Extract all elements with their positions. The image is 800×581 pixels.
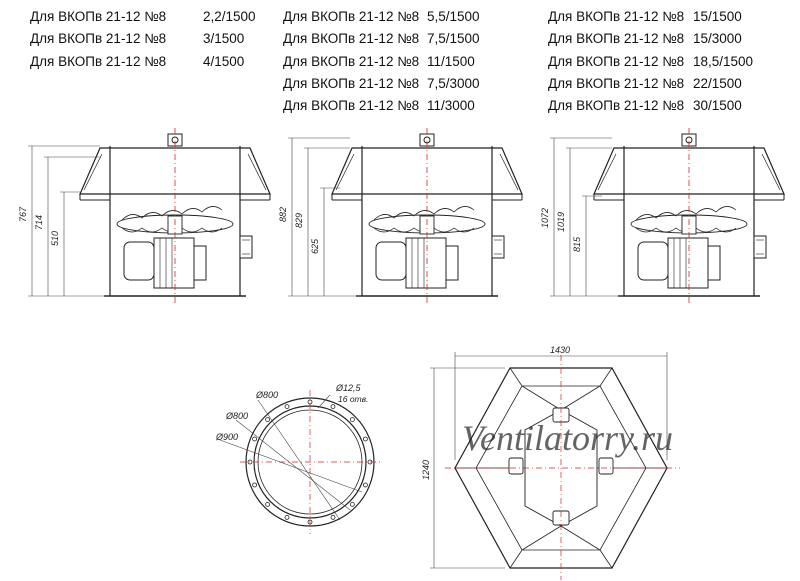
- model-line: Для ВКОПв 21-12 №8 30/1500: [548, 95, 753, 117]
- model-spec: 11/3000: [427, 98, 475, 114]
- dim-lower-c: 815: [572, 236, 582, 252]
- model-name: Для ВКОПв 21-12 №8: [283, 53, 420, 69]
- dimensions-a: 767 714 510: [18, 145, 110, 297]
- fan-side-view-b: [331, 127, 523, 307]
- model-line: Для ВКОПв 21-12 №8 7,5/3000: [283, 73, 480, 95]
- model-spec: 7,5/3000: [427, 75, 480, 91]
- flange-d1-label: Ø800: [255, 390, 278, 400]
- model-spec: 11/1500: [427, 53, 475, 69]
- model-line: Для ВКОПв 21-12 №8 15/1500: [548, 6, 753, 28]
- plan-width-label: 1430: [550, 345, 570, 355]
- model-list-c: Для ВКОПв 21-12 №8 15/1500 Для ВКОПв 21-1…: [548, 6, 753, 117]
- model-spec: 18,5/1500: [693, 53, 754, 69]
- flange-d2-label: Ø800: [225, 411, 248, 421]
- model-name: Для ВКОПв 21-12 №8: [30, 53, 167, 69]
- model-spec: 15/1500: [693, 9, 742, 24]
- model-spec: 4/1500: [203, 53, 245, 69]
- dim-total-b: 882: [278, 207, 288, 222]
- model-name: Для ВКОПв 21-12 №8: [30, 31, 167, 47]
- dim-lower-b: 625: [310, 238, 320, 254]
- model-name: Для ВКОПв 21-12 №8: [548, 31, 685, 47]
- model-line: Для ВКОПв 21-12 №8 3/1500: [30, 28, 256, 50]
- dim-total-c: 1072: [540, 208, 550, 228]
- flange-d3-label: Ø900: [215, 432, 238, 442]
- model-name: Для ВКОПв 21-12 №8: [283, 75, 420, 91]
- dim-lower-a: 510: [50, 231, 60, 246]
- dim-middle-a: 714: [34, 215, 44, 230]
- dim-middle-b: 829: [294, 213, 304, 228]
- model-spec: 22/1500: [693, 75, 742, 91]
- model-name: Для ВКОПв 21-12 №8: [548, 53, 685, 69]
- model-name: Для ВКОПв 21-12 №8: [30, 9, 167, 24]
- watermark-text: Ventilatorry.ru: [462, 418, 673, 458]
- model-name: Для ВКОПв 21-12 №8: [548, 75, 685, 91]
- model-name: Для ВКОПв 21-12 №8: [548, 98, 685, 114]
- model-line: Для ВКОПв 21-12 №8 7,5/1500: [283, 28, 480, 50]
- model-spec: 15/3000: [693, 31, 742, 47]
- model-line: Для ВКОПв 21-12 №8 18,5/1500: [548, 51, 753, 73]
- model-line: Для ВКОПв 21-12 №8 4/1500: [30, 51, 256, 73]
- flange-view: Ø800 Ø800 Ø900 Ø12,5 16 отв.: [215, 383, 380, 534]
- plan-view: 1430 1240: [421, 345, 680, 580]
- flange-hole-label: Ø12,5: [335, 383, 362, 393]
- model-line: Для ВКОПв 21-12 №8 5,5/1500: [283, 6, 480, 28]
- model-name: Для ВКОПв 21-12 №8: [283, 9, 420, 24]
- model-name: Для ВКОПв 21-12 №8: [548, 9, 685, 24]
- model-spec: 3/1500: [203, 31, 245, 47]
- model-list-b: Для ВКОПв 21-12 №8 5,5/1500 Для ВКОПв 21-…: [283, 6, 480, 117]
- model-line: Для ВКОПв 21-12 №8 11/1500: [283, 51, 480, 73]
- model-spec: 5,5/1500: [427, 9, 480, 24]
- model-line: Для ВКОПв 21-12 №8 22/1500: [548, 73, 753, 95]
- flange-holes-count: 16 отв.: [338, 394, 368, 404]
- plan-height-label: 1240: [421, 460, 431, 480]
- model-name: Для ВКОПв 21-12 №8: [283, 98, 420, 114]
- model-spec: 2,2/1500: [203, 9, 256, 24]
- dim-total-a: 767: [18, 206, 28, 222]
- model-spec: 7,5/1500: [427, 31, 480, 47]
- dim-middle-c: 1019: [556, 212, 566, 232]
- model-name: Для ВКОПв 21-12 №8: [283, 31, 420, 47]
- model-line: Для ВКОПв 21-12 №8 2,2/1500: [30, 6, 256, 28]
- fan-side-view-c: [593, 127, 785, 307]
- model-spec: 30/1500: [693, 98, 742, 114]
- model-line: Для ВКОПв 21-12 №8 15/3000: [548, 28, 753, 50]
- dimensions-b: 882 829 625: [278, 137, 362, 297]
- fan-side-view-a: [79, 127, 271, 307]
- model-list-a: Для ВКОПв 21-12 №8 2,2/1500 Для ВКОПв 21-…: [30, 6, 256, 73]
- dimensions-c: 1072 1019 815: [540, 137, 624, 297]
- model-line: Для ВКОПв 21-12 №8 11/3000: [283, 95, 480, 117]
